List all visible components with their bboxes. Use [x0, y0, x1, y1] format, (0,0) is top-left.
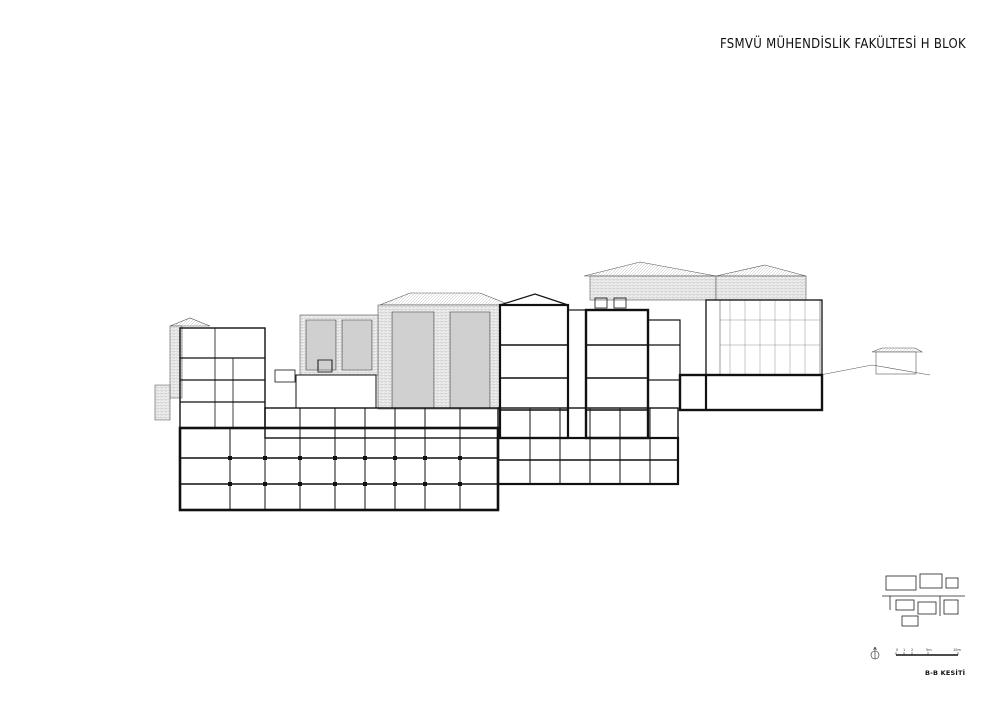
scale-tick-0: 0 — [896, 648, 898, 652]
scale-tick-1: 1 — [903, 648, 905, 652]
section-label: B-B KESİTİ — [925, 669, 966, 677]
scale-tick-10: 10m — [953, 648, 961, 652]
scale-tick-5: 5m — [926, 648, 932, 652]
key-plan — [882, 573, 965, 627]
column-markers — [228, 456, 462, 486]
north-arrow-icon — [870, 646, 880, 660]
background-elevation — [154, 261, 931, 421]
cut-section — [178, 293, 824, 512]
scale-bar: 0 1 2 5m 10m — [870, 646, 961, 660]
scale-tick-2: 2 — [911, 648, 913, 652]
sheet-title: FSMVÜ MÜHENDİSLİK FAKÜLTESİ H BLOK — [719, 37, 966, 52]
